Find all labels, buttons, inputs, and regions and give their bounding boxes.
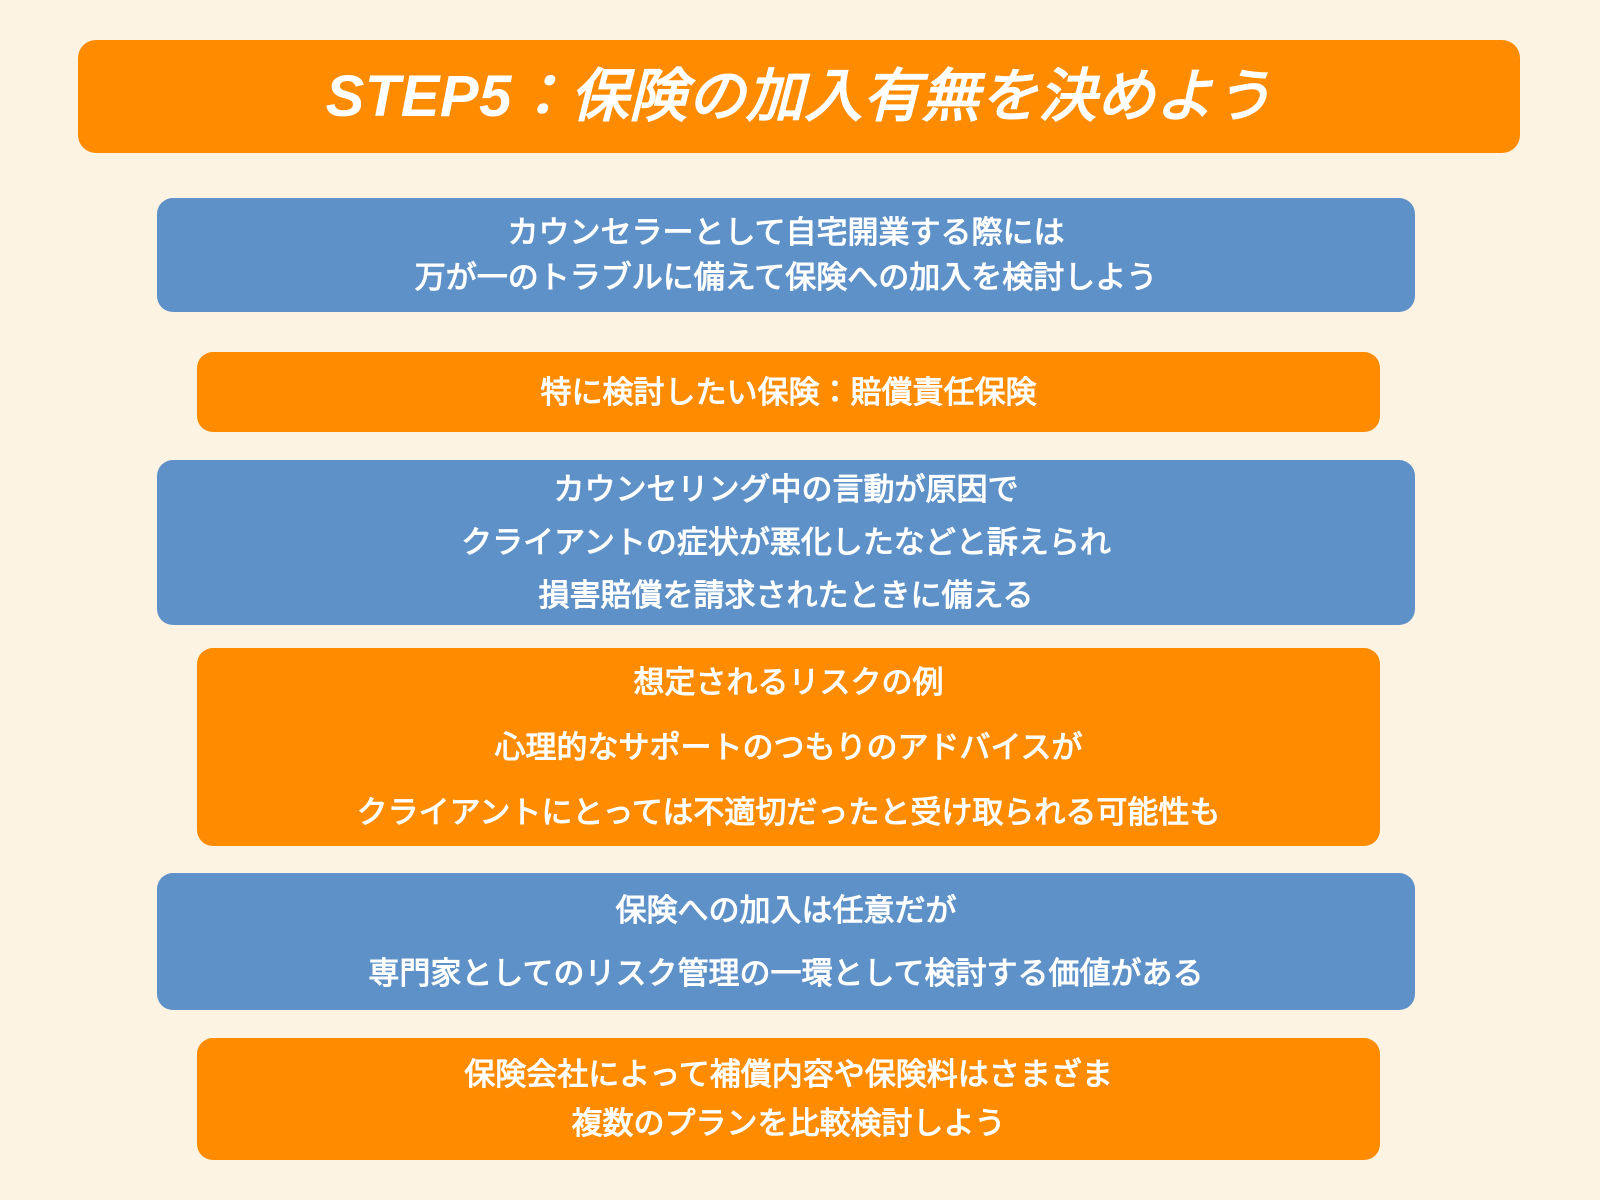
content-block-5: 保険への加入は任意だが 専門家としてのリスク管理の一環として検討する価値がある xyxy=(157,873,1415,1010)
block-1-line-1: カウンセラーとして自宅開業する際には xyxy=(507,215,1065,250)
block-6-line-2: 複数のプランを比較検討しよう xyxy=(571,1106,1006,1141)
block-3-line-3: 損害賠償を請求されたときに備える xyxy=(538,578,1034,613)
content-block-1: カウンセラーとして自宅開業する際には 万が一のトラブルに備えて保険への加入を検討… xyxy=(157,198,1415,312)
block-4-line-1: 想定されるリスクの例 xyxy=(633,664,944,700)
content-block-4: 想定されるリスクの例 心理的なサポートのつもりのアドバイスが クライアントにとっ… xyxy=(197,648,1380,846)
block-1-line-2: 万が一のトラブルに備えて保険への加入を検討しよう xyxy=(414,260,1158,295)
block-5-line-2: 専門家としてのリスク管理の一環として検討する価値がある xyxy=(368,955,1204,991)
block-4-line-3: クライアントにとっては不適切だったと受け取られる可能性も xyxy=(356,794,1221,830)
content-block-2: 特に検討したい保険：賠償責任保険 xyxy=(197,352,1380,432)
block-2-line-1: 特に検討したい保険：賠償責任保険 xyxy=(540,374,1037,410)
page-title: STEP5：保険の加入有無を決めよう xyxy=(325,63,1273,129)
block-3-line-1: カウンセリング中の言動が原因で xyxy=(553,472,1019,507)
block-3-line-2: クライアントの症状が悪化したなどと訴えられ xyxy=(461,525,1111,560)
block-5-line-1: 保険への加入は任意だが xyxy=(615,892,957,928)
content-block-3: カウンセリング中の言動が原因で クライアントの症状が悪化したなどと訴えられ 損害… xyxy=(157,460,1415,625)
title-banner: STEP5：保険の加入有無を決めよう xyxy=(78,40,1520,153)
block-6-line-1: 保険会社によって補償内容や保険料はさまざま xyxy=(464,1057,1113,1092)
block-4-line-2: 心理的なサポートのつもりのアドバイスが xyxy=(494,729,1083,765)
content-block-6: 保険会社によって補償内容や保険料はさまざま 複数のプランを比較検討しよう xyxy=(197,1038,1380,1160)
